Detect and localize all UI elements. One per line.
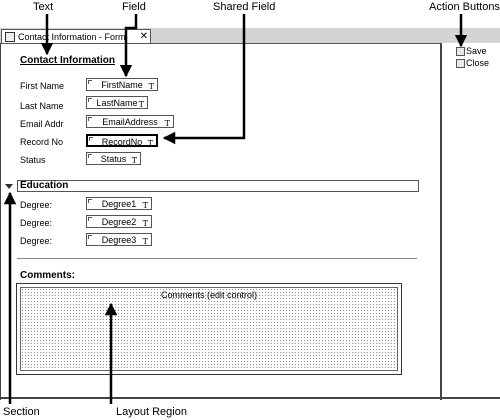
- close-button[interactable]: Close: [456, 58, 489, 68]
- layout-region: Comments (edit control): [16, 283, 402, 375]
- shared-field-record-no[interactable]: RecordNo T: [86, 134, 158, 148]
- section-collapse-icon[interactable]: [5, 184, 13, 189]
- label-record-no: Record No: [20, 137, 64, 147]
- divider: [17, 258, 417, 259]
- text-type-icon: T: [142, 219, 148, 228]
- field-corner-mark: [88, 199, 92, 203]
- callout-field: Field: [122, 1, 146, 13]
- close-label: Close: [466, 58, 490, 68]
- contact-heading: Contact Information: [20, 55, 115, 66]
- comments-control-caption: Comments (edit control): [160, 290, 258, 300]
- action-pane: [440, 43, 500, 400]
- close-button-icon: [456, 59, 465, 68]
- label-status: Status: [20, 155, 46, 165]
- label-last-name: Last Name: [20, 101, 64, 111]
- form-pane: [0, 43, 439, 400]
- field-first-name[interactable]: FirstName T: [86, 78, 158, 91]
- section-education[interactable]: Education: [17, 180, 419, 192]
- save-icon: [456, 47, 465, 56]
- field-last-name[interactable]: LastName T: [86, 96, 148, 109]
- section-heading: Education: [20, 180, 69, 191]
- text-type-icon: T: [147, 139, 153, 148]
- comments-heading: Comments:: [20, 270, 76, 281]
- text-type-icon: T: [148, 82, 154, 91]
- field-name: Status: [100, 154, 127, 164]
- callout-section: Section: [3, 406, 40, 418]
- field-corner-mark: [88, 154, 92, 158]
- label-degree-1: Degree:: [20, 200, 53, 210]
- field-corner-mark: [89, 137, 93, 141]
- label-degree-2: Degree:: [20, 218, 53, 228]
- field-corner-mark: [88, 98, 92, 102]
- arrow-field: [119, 14, 138, 78]
- field-degree-2[interactable]: Degree2 T: [86, 215, 152, 228]
- field-corner-mark: [88, 235, 92, 239]
- save-button[interactable]: Save: [456, 46, 487, 56]
- field-corner-mark: [88, 217, 92, 221]
- field-name: Degree2: [101, 217, 137, 227]
- field-corner-mark: [88, 117, 92, 121]
- callout-shared-field: Shared Field: [213, 1, 276, 13]
- field-corner-mark: [88, 80, 92, 84]
- text-type-icon: T: [142, 237, 148, 246]
- field-name: EmailAddress: [102, 117, 158, 127]
- label-degree-3: Degree:: [20, 236, 53, 246]
- label-email-addr: Email Addr: [20, 119, 64, 129]
- field-name: FirstName: [101, 80, 143, 90]
- form-icon: [5, 32, 15, 42]
- callout-action-buttons: Action Buttons: [429, 1, 500, 13]
- tab-contact-form[interactable]: Contact Information - Form ✕: [1, 29, 151, 43]
- field-degree-1[interactable]: Degree1 T: [86, 197, 152, 210]
- field-name: RecordNo: [101, 137, 143, 147]
- text-type-icon: T: [138, 100, 144, 109]
- text-type-icon: T: [131, 156, 137, 165]
- text-type-icon: T: [142, 201, 148, 210]
- field-email-address[interactable]: EmailAddress T: [86, 115, 174, 128]
- field-degree-3[interactable]: Degree3 T: [86, 233, 152, 246]
- field-name: Degree3: [101, 235, 137, 245]
- tab-title: Contact Information - Form: [18, 32, 126, 42]
- field-name: LastName: [96, 98, 138, 108]
- arrow-shared-field: [162, 14, 246, 145]
- save-label: Save: [466, 46, 487, 56]
- window-bottom-edge: [0, 397, 500, 399]
- close-icon[interactable]: ✕: [139, 31, 148, 42]
- callout-layout-region: Layout Region: [116, 406, 187, 418]
- field-name: Degree1: [101, 199, 137, 209]
- callout-text: Text: [33, 1, 54, 13]
- text-type-icon: T: [164, 119, 170, 128]
- comments-edit-control[interactable]: Comments (edit control): [20, 287, 398, 371]
- label-first-name: First Name: [20, 81, 65, 91]
- field-status[interactable]: Status T: [86, 152, 141, 165]
